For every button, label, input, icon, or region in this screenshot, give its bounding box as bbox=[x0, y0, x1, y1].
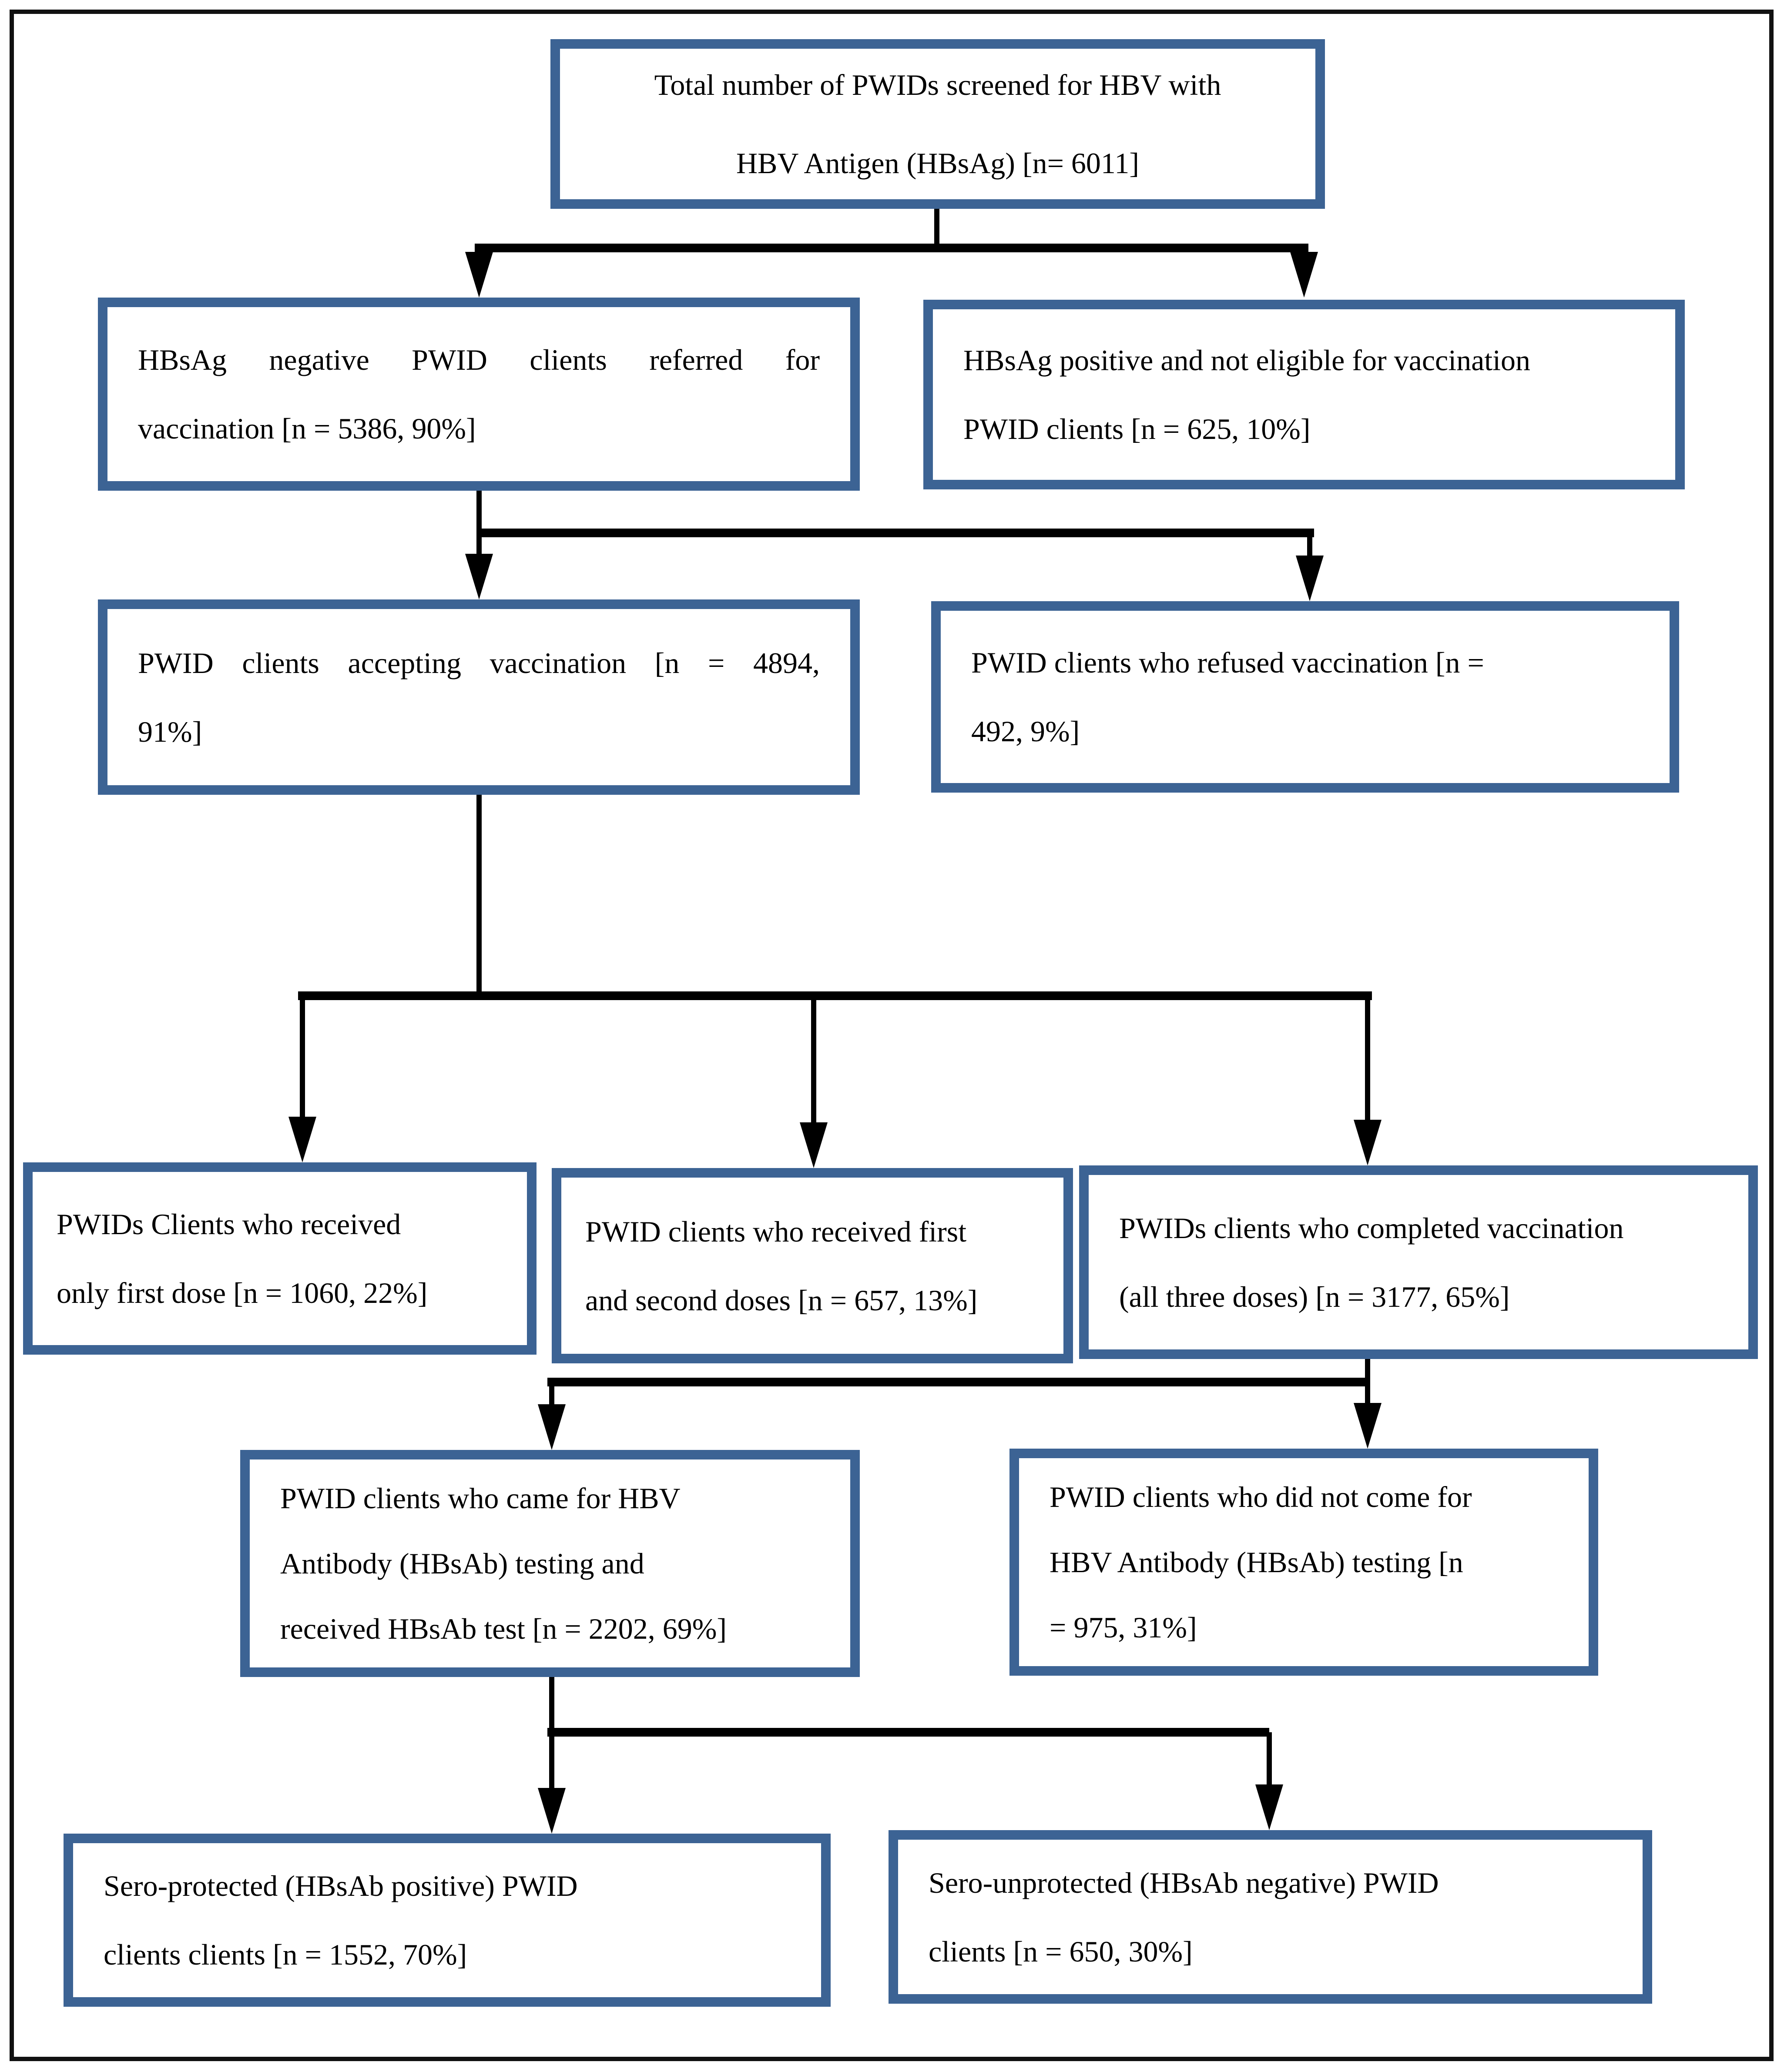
node-sero-protected: Sero-protected (HBsAb positive) PWID cli… bbox=[64, 1834, 831, 2007]
node-text-line: PWID clients who received first bbox=[585, 1215, 967, 1248]
node-text-line: PWID clients [n = 625, 10%] bbox=[963, 412, 1311, 445]
node-hbsag-negative: HBsAg negative PWID clients referred for… bbox=[98, 298, 860, 491]
node-text-line: HBV Antigen (HBsAg) [n= 6011] bbox=[736, 147, 1140, 180]
node-text-line: Total number of PWIDs screened for HBV w… bbox=[654, 68, 1221, 101]
node-text-line: Sero-unprotected (HBsAb negative) PWID bbox=[929, 1866, 1439, 1899]
node-text-line: PWID clients accepting vaccination [n = … bbox=[138, 646, 820, 680]
node-text-line: vaccination [n = 5386, 90%] bbox=[138, 412, 476, 445]
node-text-line: HBV Antibody (HBsAb) testing [n bbox=[1050, 1546, 1463, 1579]
node-text-line: PWID clients who did not come for bbox=[1050, 1480, 1472, 1513]
node-first-and-second-doses: PWID clients who received first and seco… bbox=[552, 1168, 1073, 1363]
node-text-line: (all three doses) [n = 3177, 65%] bbox=[1119, 1280, 1510, 1313]
node-sero-unprotected: Sero-unprotected (HBsAb negative) PWID c… bbox=[889, 1830, 1652, 2004]
node-accepting-vaccination: PWID clients accepting vaccination [n = … bbox=[98, 599, 860, 795]
node-text-line: PWIDs Clients who received bbox=[57, 1208, 401, 1241]
node-did-not-come-for-testing: PWID clients who did not come for HBV An… bbox=[1009, 1449, 1598, 1676]
node-text-line: PWIDs clients who completed vaccination bbox=[1119, 1211, 1624, 1245]
node-total-screened: Total number of PWIDs screened for HBV w… bbox=[550, 39, 1325, 209]
node-text-line: Antibody (HBsAb) testing and bbox=[280, 1547, 644, 1580]
node-text-line: 492, 9%] bbox=[971, 715, 1080, 748]
node-first-dose-only: PWIDs Clients who received only first do… bbox=[23, 1162, 537, 1355]
node-text-line: clients [n = 650, 30%] bbox=[929, 1935, 1193, 1968]
node-text-line: Sero-protected (HBsAb positive) PWID bbox=[104, 1869, 578, 1902]
node-hbsag-positive: HBsAg positive and not eligible for vacc… bbox=[923, 300, 1685, 489]
node-text-line: and second doses [n = 657, 13%] bbox=[585, 1283, 978, 1317]
node-refused-vaccination: PWID clients who refused vaccination [n … bbox=[931, 601, 1679, 793]
node-text-line: PWID clients who refused vaccination [n … bbox=[971, 646, 1484, 679]
node-completed-vaccination: PWIDs clients who completed vaccination … bbox=[1079, 1165, 1758, 1359]
node-text-line: only first dose [n = 1060, 22%] bbox=[57, 1276, 428, 1309]
node-text-line: 91%] bbox=[138, 715, 202, 748]
node-text-line: = 975, 31%] bbox=[1050, 1611, 1197, 1644]
figure-outer-border bbox=[10, 10, 1774, 2061]
node-text-line: HBsAg positive and not eligible for vacc… bbox=[963, 344, 1531, 377]
node-text-line: HBsAg negative PWID clients referred for bbox=[138, 343, 820, 376]
node-text-line: clients clients [n = 1552, 70%] bbox=[104, 1938, 467, 1971]
node-text-line: PWID clients who came for HBV bbox=[280, 1482, 681, 1515]
node-text-line: received HBsAb test [n = 2202, 69%] bbox=[280, 1612, 727, 1645]
node-came-for-hbsab-testing: PWID clients who came for HBV Antibody (… bbox=[240, 1450, 860, 1677]
